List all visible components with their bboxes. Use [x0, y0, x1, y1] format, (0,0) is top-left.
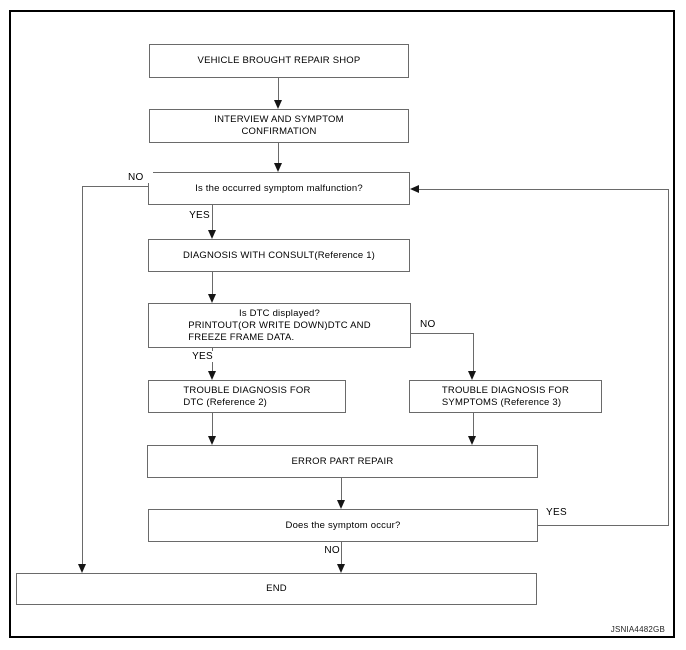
connector-vehicle-to-interview: [278, 78, 280, 101]
node-label: ERROR PART REPAIR: [291, 455, 394, 467]
node-label: TROUBLE DIAGNOSIS FOR SYMPTOMS (Referenc…: [441, 384, 570, 408]
node-vehicle-brought-repair-shop: VEHICLE BROUGHT REPAIR SHOP: [149, 44, 409, 78]
node-label: DIAGNOSIS WITH CONSULT(Reference 1): [182, 249, 376, 261]
arrowhead-icon: [208, 294, 216, 303]
node-label: Does the symptom occur?: [285, 519, 401, 531]
node-label: Is DTC displayed?PRINTOUT(OR WRITE DOWN)…: [188, 308, 371, 344]
figure-code: JSNIA4482GB: [610, 625, 665, 634]
connector-interview-to-symptom-check: [278, 143, 280, 164]
label-no-occur: NO: [311, 545, 341, 556]
label-yes-symptom: YES: [181, 210, 211, 221]
label-no-dtc: NO: [419, 319, 445, 330]
arrowhead-icon: [208, 230, 216, 239]
node-does-symptom-occur: Does the symptom occur?: [148, 509, 538, 542]
dtc-instruction-lines: PRINTOUT(OR WRITE DOWN)DTC AND FREEZE FR…: [188, 319, 371, 343]
node-label: INTERVIEW AND SYMPTOM CONFIRMATION: [214, 114, 344, 137]
arrowhead-icon: [208, 436, 216, 445]
node-error-part-repair: ERROR PART REPAIR: [147, 445, 538, 478]
arrowhead-icon: [468, 371, 476, 380]
node-trouble-diagnosis-dtc: TROUBLE DIAGNOSIS FOR DTC (Reference 2): [148, 380, 346, 413]
connector-no-to-end: [341, 542, 343, 565]
label-yes-dtc: YES: [184, 351, 214, 362]
connector-no-dtc-horizontal: [411, 333, 474, 335]
node-diagnosis-with-consult: DIAGNOSIS WITH CONSULT(Reference 1): [148, 239, 410, 272]
arrowhead-icon: [337, 564, 345, 573]
node-label: Is the occurred symptom malfunction?: [195, 182, 363, 194]
node-is-symptom-malfunction: Is the occurred symptom malfunction?: [148, 172, 410, 205]
node-label: VEHICLE BROUGHT REPAIR SHOP: [197, 55, 361, 66]
arrowhead-icon: [410, 185, 419, 193]
arrowhead-icon: [208, 371, 216, 380]
node-is-dtc-displayed: Is DTC displayed?PRINTOUT(OR WRITE DOWN)…: [148, 303, 411, 348]
connector-yes-occur-horizontal: [538, 525, 669, 527]
arrowhead-icon: [78, 564, 86, 573]
label-yes-occur: YES: [545, 507, 577, 518]
connector-yes-occur-return: [417, 189, 669, 191]
arrowhead-icon: [337, 500, 345, 509]
connector-trouble-symptoms-to-error: [472, 413, 474, 437]
node-trouble-diagnosis-symptoms: TROUBLE DIAGNOSIS FOR SYMPTOMS (Referenc…: [409, 380, 602, 413]
connector-diagnosis-to-dtc: [212, 272, 214, 295]
connector-no-symptom-vertical: [82, 186, 84, 564]
connector-yes-to-diagnosis: [212, 205, 214, 231]
connector-error-to-symptom-occur: [341, 478, 343, 501]
node-end: END: [16, 573, 537, 605]
node-label: TROUBLE DIAGNOSIS FOR DTC (Reference 2): [183, 384, 311, 408]
arrowhead-icon: [274, 163, 282, 172]
arrowhead-icon: [468, 436, 476, 445]
connector-yes-occur-vertical: [667, 189, 669, 526]
connector-no-dtc-vertical: [472, 333, 474, 372]
node-interview-symptom-confirmation: INTERVIEW AND SYMPTOM CONFIRMATION: [149, 109, 409, 143]
connector-trouble-dtc-to-error: [212, 413, 214, 437]
label-no-symptom: NO: [127, 172, 153, 183]
node-label: END: [266, 583, 287, 594]
dtc-question-line: Is DTC displayed?: [238, 307, 320, 319]
connector-no-symptom-horizontal: [82, 186, 148, 188]
arrowhead-icon: [274, 100, 282, 109]
